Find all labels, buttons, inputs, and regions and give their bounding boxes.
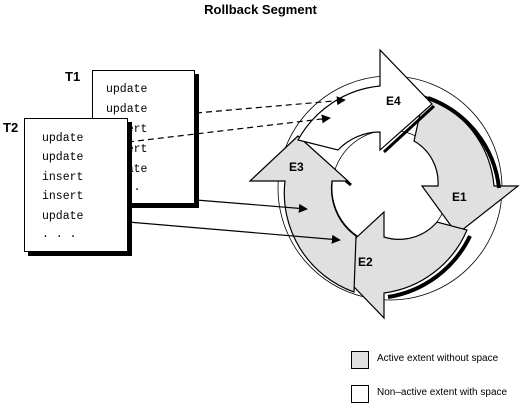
extent-shadow-e3: [345, 179, 352, 187]
transaction-card-t2: update update insert insert update . . .: [24, 118, 128, 252]
extent-label-e1: E1: [452, 190, 467, 204]
extent-shadow-e2: [387, 235, 472, 299]
legend-swatch-non-active: [351, 385, 369, 403]
t2-statement: insert: [42, 171, 84, 184]
extent-shape-e3: [248, 135, 357, 293]
extent-shape-e2: [329, 210, 468, 320]
t1-dashed-arrow: [195, 96, 346, 114]
extent-shape-e1: [413, 95, 520, 235]
diagram-title: Rollback Segment: [204, 2, 317, 17]
t2-statement: insert: [42, 190, 84, 203]
t1-statement: update: [106, 83, 148, 96]
legend-swatch-active: [351, 351, 369, 369]
extent-label-e4: E4: [386, 94, 401, 108]
transaction-label-t1: T1: [65, 69, 81, 84]
extent-shadow-e4: [382, 104, 436, 154]
t1-statement: update: [106, 103, 148, 116]
t2-statement: update: [42, 132, 84, 145]
t2-statement: . . .: [42, 228, 77, 241]
extent-label-e3: E3: [289, 160, 304, 174]
extent-shape-e4: [297, 48, 433, 152]
t2-solid-arrow: [127, 221, 341, 244]
legend-label-non-active: Non–active extent with space: [377, 387, 508, 398]
t1-dashed-arrow: [127, 114, 331, 143]
extent-shadow-e1: [427, 96, 501, 189]
transaction-label-t2: T2: [3, 120, 19, 135]
t2-solid-arrow: [195, 199, 308, 213]
t2-statement: update: [42, 210, 84, 223]
legend-label-active: Active extent without space: [377, 353, 499, 364]
extent-label-e2: E2: [358, 255, 373, 269]
t2-statement: update: [42, 151, 84, 164]
